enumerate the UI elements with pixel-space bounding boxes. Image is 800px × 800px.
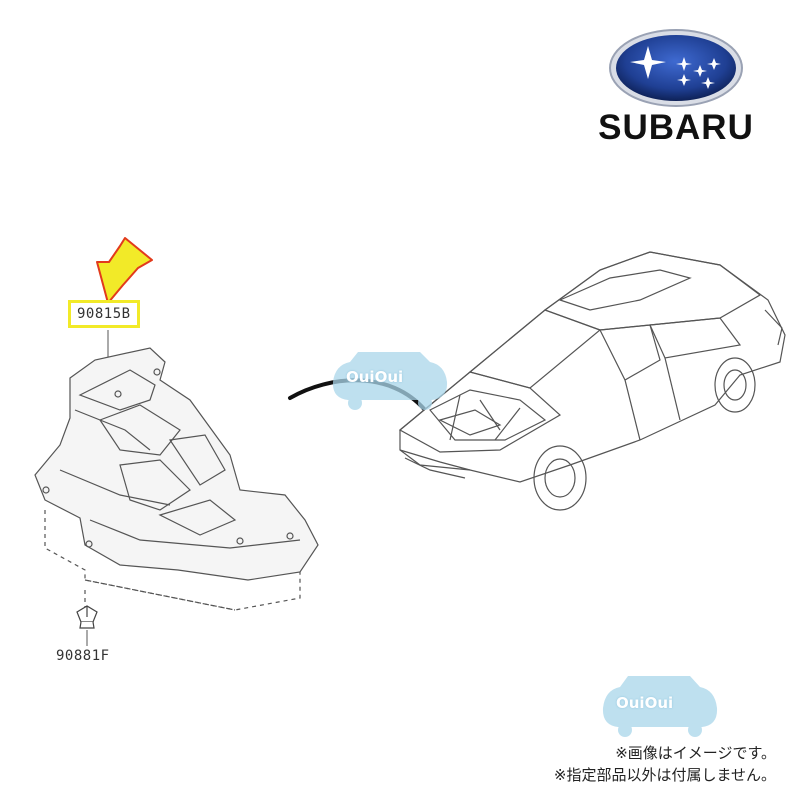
disclaimer-line-1: ※画像はイメージです。 (615, 744, 776, 762)
clip-part-icon (76, 605, 98, 629)
part-number-clip: 90881F (56, 648, 110, 664)
brand-wordmark: SUBARU (598, 108, 754, 147)
under-cover-part (34, 347, 319, 612)
part-number-highlighted: 90815B (68, 300, 140, 328)
subaru-stars-logo-icon (609, 29, 743, 107)
car-drawing (398, 251, 786, 511)
watermark-car-icon (332, 352, 448, 410)
disclaimer-line-2: ※指定部品以外は付属しません。 (553, 766, 776, 784)
watermark-label: OuiOui (346, 368, 404, 386)
watermark-car-icon-2 (602, 676, 718, 737)
highlight-arrow-icon (96, 237, 153, 304)
watermark-label-2: OuiOui (616, 694, 674, 712)
disclaimer: ※画像はイメージです。 ※指定部品以外は付属しません。 (554, 742, 776, 786)
